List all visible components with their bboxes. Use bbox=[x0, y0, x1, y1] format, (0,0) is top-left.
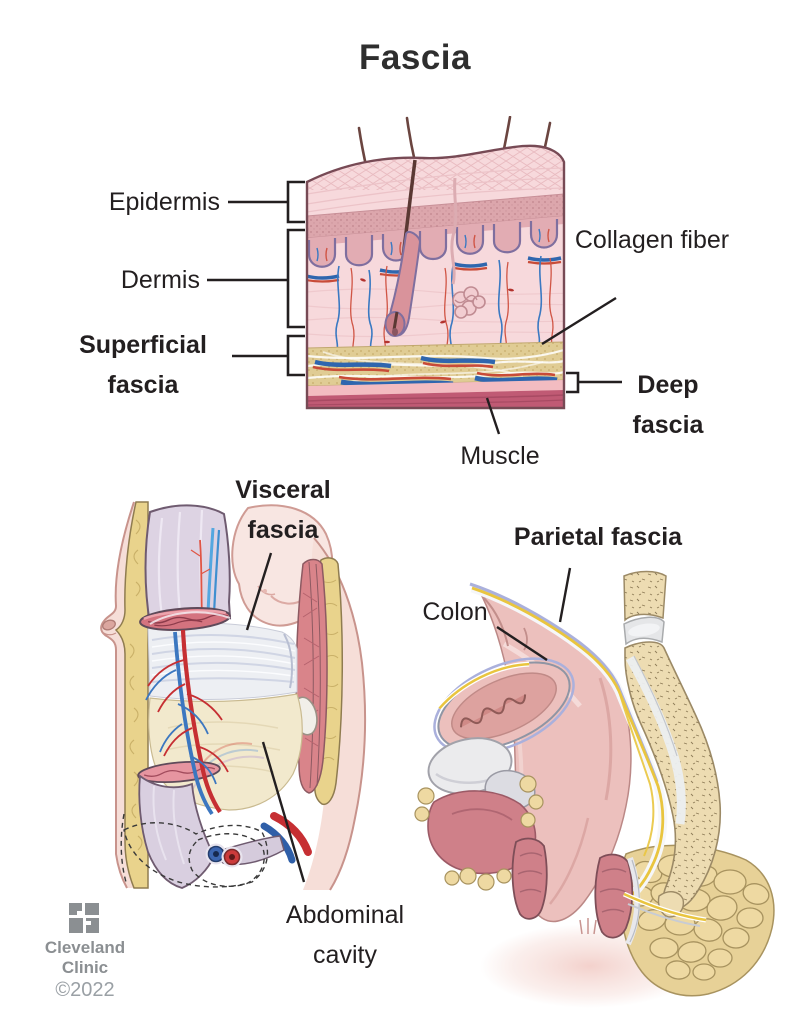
colon-leader-line bbox=[496, 625, 548, 662]
superficial-fascia-bracket bbox=[286, 334, 305, 377]
label-parietal-fascia: Parietal fascia bbox=[513, 523, 683, 551]
dermis-bracket bbox=[286, 228, 305, 329]
label-abdominal-cavity: Abdominal cavity bbox=[285, 901, 405, 969]
label-visceral-fascia: Visceral fascia bbox=[235, 476, 331, 544]
epidermis-bracket bbox=[286, 180, 305, 224]
deep-fascia-bracket bbox=[566, 371, 580, 394]
visceral-fascia-leader-line bbox=[245, 552, 273, 631]
muscle-leader-line bbox=[485, 397, 501, 435]
brand-name: Cleveland Clinic bbox=[44, 938, 126, 977]
abdominal-cavity-leader-line bbox=[261, 741, 306, 883]
label-superficial-fascia: Superficial fascia bbox=[79, 331, 207, 399]
skin-cross-section-illustration bbox=[305, 116, 566, 410]
label-epidermis: Epidermis bbox=[108, 188, 220, 216]
label-colon: Colon bbox=[422, 598, 488, 626]
cleveland-clinic-logo-icon bbox=[69, 903, 99, 933]
page-title: Fascia bbox=[359, 38, 471, 77]
parietal-fascia-leader-line bbox=[558, 567, 572, 623]
label-collagen-fiber: Collagen fiber bbox=[574, 226, 730, 254]
collagen-fiber-leader-line bbox=[541, 296, 617, 346]
label-deep-fascia: Deep fascia bbox=[632, 371, 704, 439]
label-dermis: Dermis bbox=[120, 266, 200, 294]
copyright-text: ©2022 bbox=[55, 979, 115, 1001]
abdominal-wall-illustration bbox=[100, 501, 367, 891]
label-muscle: Muscle bbox=[460, 442, 540, 470]
pelvis-sagittal-illustration bbox=[414, 570, 775, 1008]
